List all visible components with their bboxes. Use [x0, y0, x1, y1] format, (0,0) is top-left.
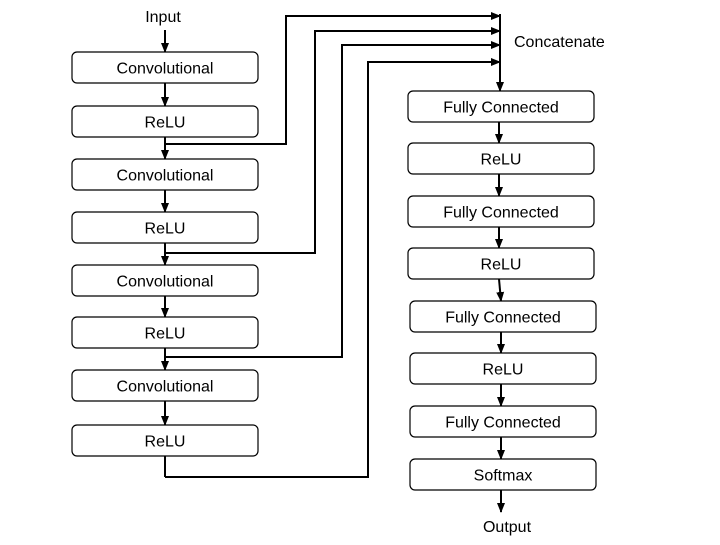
layer-box — [409, 352, 597, 385]
left-layer-6-relu: ReLU — [71, 316, 259, 349]
right-layer-8-softmax: Softmax — [409, 458, 597, 491]
left-layer-2-relu: ReLU — [71, 105, 259, 138]
layer-box — [71, 424, 259, 457]
layer-label: Fully Connected — [445, 415, 561, 432]
layer-label: Fully Connected — [443, 205, 559, 222]
skip-connection-3 — [165, 41, 501, 358]
layer-box — [407, 247, 595, 280]
skip-connection-1 — [165, 12, 501, 145]
skip-connection-2 — [165, 27, 501, 254]
layer-label: Fully Connected — [445, 310, 561, 327]
layer-label: Convolutional — [117, 168, 214, 185]
left-layer-7-convolutional: Convolutional — [71, 369, 259, 402]
right-layer-7-fully-connected: Fully Connected — [409, 405, 597, 438]
right-layer-6-relu: ReLU — [409, 352, 597, 385]
layer-label: Convolutional — [117, 274, 214, 291]
right-layer-1-fully-connected: Fully Connected — [407, 90, 595, 123]
layer-box — [71, 316, 259, 349]
input-label: Input — [145, 9, 181, 26]
output-label: Output — [483, 519, 532, 536]
left-layer-3-convolutional: Convolutional — [71, 158, 259, 191]
left-layer-8-relu: ReLU — [71, 424, 259, 457]
skip-connection-4 — [165, 58, 501, 478]
right-layer-4-relu: ReLU — [407, 247, 595, 280]
left-layer-4-relu: ReLU — [71, 211, 259, 244]
layer-box — [407, 195, 595, 228]
layer-box — [71, 105, 259, 138]
layer-box — [409, 300, 597, 333]
layer-label: ReLU — [145, 115, 186, 132]
connector-lines — [161, 12, 505, 513]
layer-label: ReLU — [145, 434, 186, 451]
layer-boxes: ConvolutionalReLUConvolutionalReLUConvol… — [71, 51, 597, 491]
layer-box — [409, 458, 597, 491]
concatenate-label: Concatenate — [514, 34, 605, 51]
layer-label: ReLU — [483, 362, 524, 379]
layer-label: Convolutional — [117, 61, 214, 78]
layer-box — [71, 158, 259, 191]
left-layer-1-convolutional: Convolutional — [71, 51, 259, 84]
layer-box — [407, 142, 595, 175]
right-layer-5-fully-connected: Fully Connected — [409, 300, 597, 333]
layer-box — [71, 211, 259, 244]
layer-label: ReLU — [145, 221, 186, 238]
layer-box — [407, 90, 595, 123]
right-flow-arrow-4 — [496, 278, 505, 302]
right-layer-3-fully-connected: Fully Connected — [407, 195, 595, 228]
layer-label: ReLU — [145, 326, 186, 343]
layer-label: Convolutional — [117, 379, 214, 396]
layer-label: Softmax — [474, 468, 533, 485]
left-layer-5-convolutional: Convolutional — [71, 264, 259, 297]
layer-box — [71, 51, 259, 84]
layer-box — [409, 405, 597, 438]
layer-label: Fully Connected — [443, 100, 559, 117]
layer-box — [71, 264, 259, 297]
layer-box — [71, 369, 259, 402]
layer-label: ReLU — [481, 152, 522, 169]
layer-label: ReLU — [481, 257, 522, 274]
right-layer-2-relu: ReLU — [407, 142, 595, 175]
